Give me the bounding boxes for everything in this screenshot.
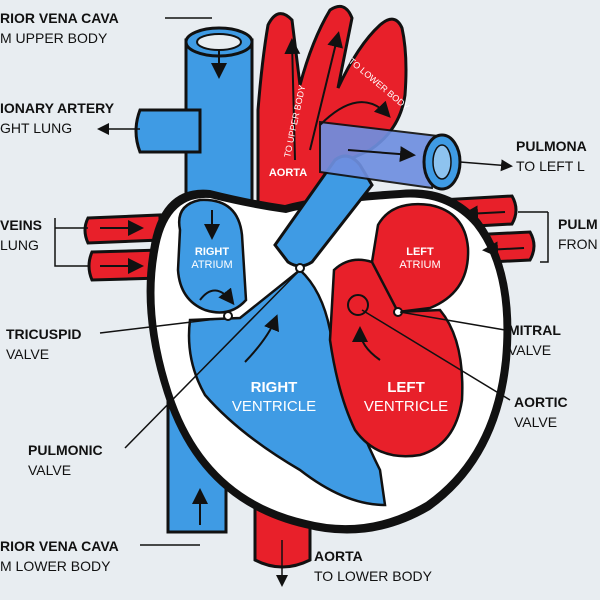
- pulmonary-veins-right-label: VEINS LUNG: [0, 217, 43, 253]
- aortic-arch: [256, 4, 408, 217]
- pulmonary-artery-left-branch: [319, 120, 440, 190]
- right-atrium-label-line2: ATRIUM: [191, 259, 232, 271]
- pulmonic-valve-marker: [295, 263, 305, 273]
- left-atrium-label-line2: ATRIUM: [399, 259, 440, 271]
- mitral-valve-label: MITRAL VALVE: [508, 322, 561, 358]
- pulmonary-artery-right-label: IONARY ARTERY GHT LUNG: [0, 100, 115, 136]
- left-atrium-label-line1: LEFT: [406, 246, 434, 258]
- pulmonic-valve-label: PULMONIC VALVE: [28, 442, 103, 478]
- aortic-valve-marker: [347, 294, 369, 316]
- right-atrium-chamber: [176, 198, 248, 314]
- right-ventricle-chamber: [187, 268, 387, 507]
- inferior-vena-cava-label: RIOR VENA CAVA M LOWER BODY: [0, 538, 119, 574]
- left-ventricle-label-line2: VENTRICLE: [364, 398, 448, 415]
- tricuspid-valve-label: TRICUSPID VALVE: [6, 326, 82, 362]
- aorta-lower-body-label: AORTA TO LOWER BODY: [314, 548, 432, 584]
- left-ventricle-label-line1: LEFT: [387, 379, 425, 396]
- right-atrium-label-line1: RIGHT: [195, 246, 230, 258]
- superior-vena-cava-label: RIOR VENA CAVA M UPPER BODY: [0, 10, 119, 46]
- pulmonary-artery-left-label: PULMONA TO LEFT L: [516, 138, 587, 174]
- right-ventricle-label-line2: VENTRICLE: [232, 398, 316, 415]
- tricuspid-valve-marker: [223, 311, 233, 321]
- aorta-inner-label: AORTA: [269, 167, 307, 179]
- pulmonary-veins-left-label: PULM FRON: [558, 216, 598, 252]
- right-ventricle-label-line1: RIGHT: [251, 379, 298, 396]
- left-ventricle-chamber: [328, 258, 464, 458]
- pulmonary-artery-right-branch: [134, 108, 202, 154]
- aortic-valve-label: AORTIC VALVE: [514, 394, 568, 430]
